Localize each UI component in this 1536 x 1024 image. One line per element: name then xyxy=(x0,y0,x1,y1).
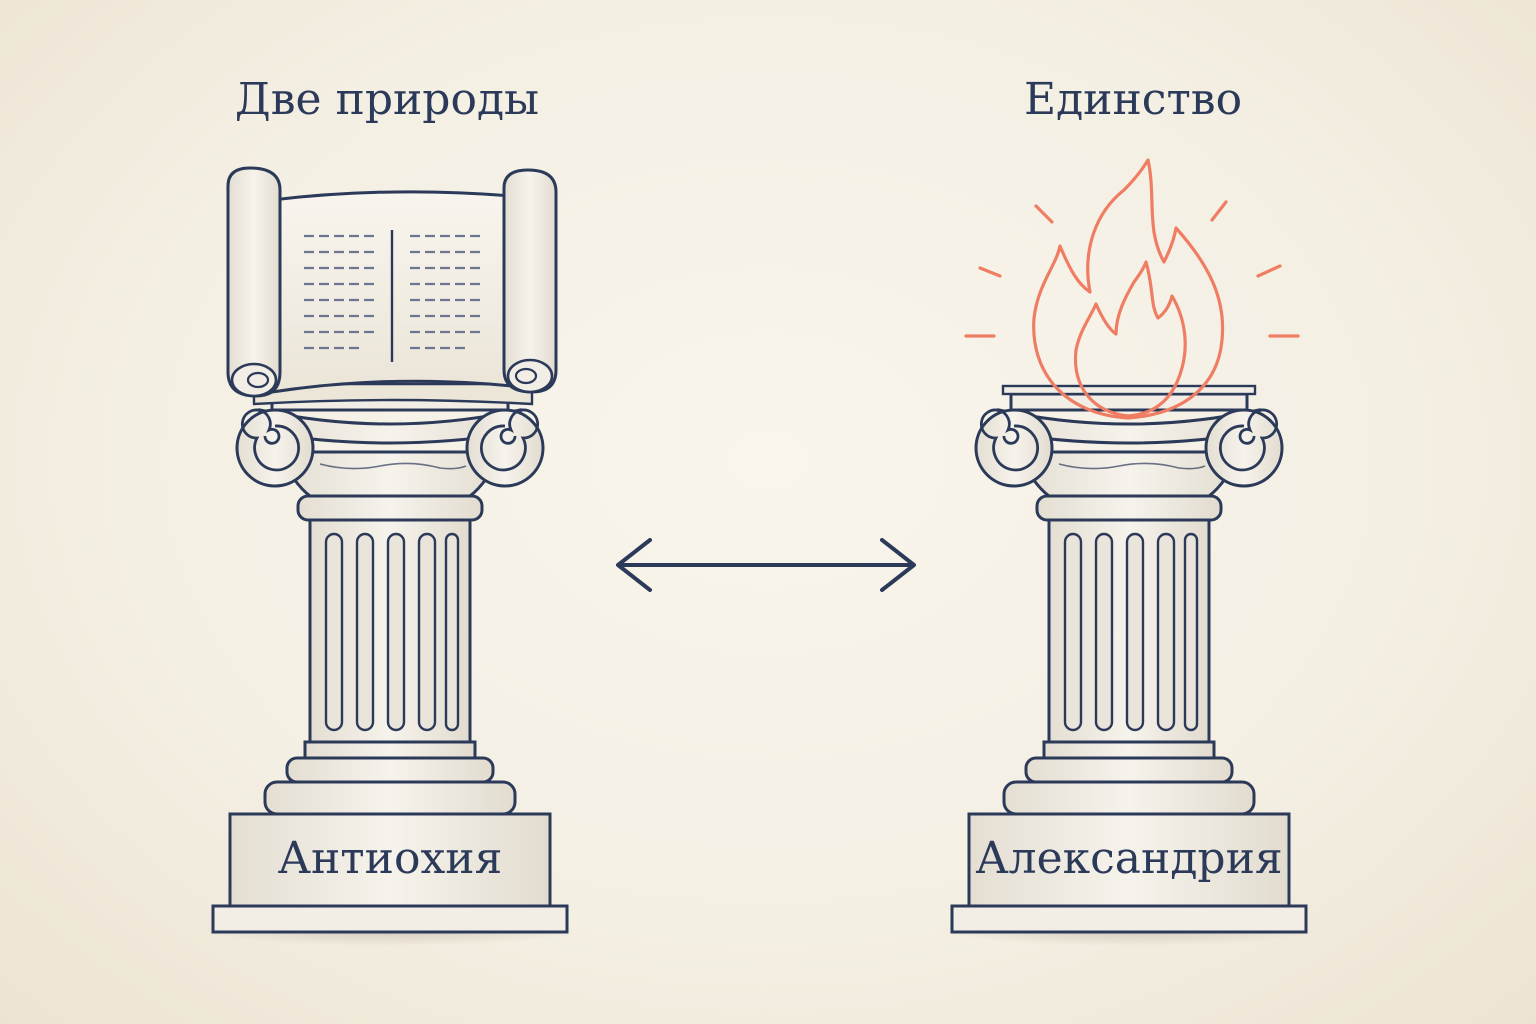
right-heading: Единство xyxy=(1023,74,1243,125)
left-base-label: Антиохия xyxy=(277,833,503,884)
right-base-label: Александрия xyxy=(975,833,1283,884)
double-arrow-icon xyxy=(616,538,916,592)
scroll-icon xyxy=(226,166,558,406)
flame-icon xyxy=(964,158,1300,420)
left-heading: Две природы xyxy=(234,74,540,125)
